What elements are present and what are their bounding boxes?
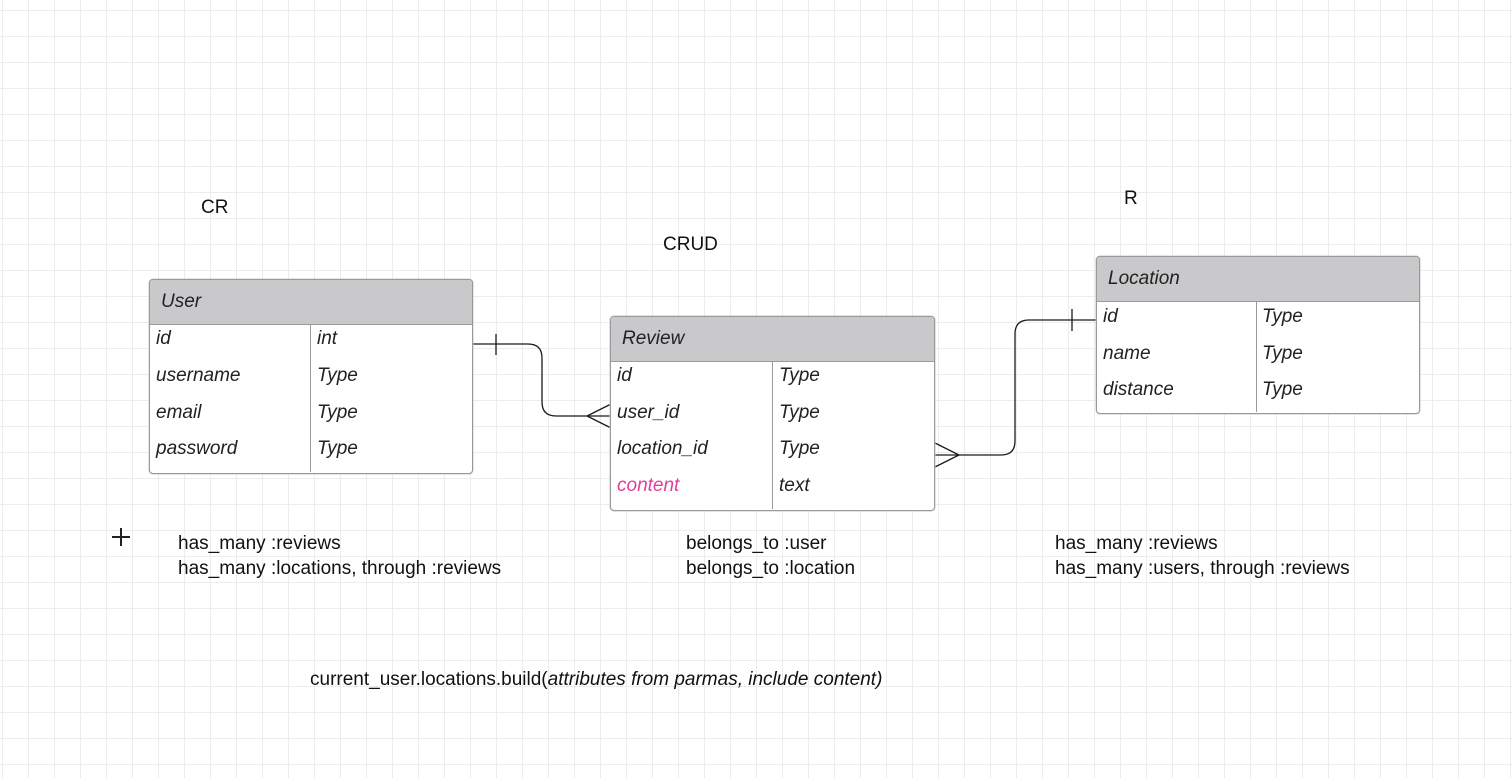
entity-user-header[interactable]: User [150, 280, 472, 325]
review-field-row[interactable]: user_id Type [611, 400, 934, 428]
entity-user-body: id int username Type email Type password… [150, 325, 472, 472]
user-field-row[interactable]: id int [150, 326, 472, 354]
field-type: Type [779, 438, 820, 459]
user-field-row[interactable]: username Type [150, 363, 472, 391]
field-name: distance [1103, 379, 1174, 400]
field-type: Type [1262, 306, 1303, 327]
code-args: attributes from parmas, include content) [547, 669, 883, 690]
location-field-row[interactable]: distance Type [1097, 377, 1419, 405]
entity-user[interactable]: User id int username Type email Type pas… [149, 279, 473, 474]
field-name: name [1103, 343, 1151, 364]
association-line: has_many :reviews [178, 533, 341, 554]
crud-label-user: CR [201, 197, 229, 218]
field-type: Type [779, 402, 820, 423]
association-line: has_many :users, through :reviews [1055, 558, 1350, 579]
crosshair-plus-icon [112, 528, 130, 546]
field-type: Type [1262, 343, 1303, 364]
review-associations[interactable]: belongs_to :user belongs_to :location [686, 531, 855, 581]
field-name-highlighted: content [617, 475, 680, 496]
association-line: has_many :reviews [1055, 533, 1218, 554]
location-associations[interactable]: has_many :reviews has_many :users, throu… [1055, 531, 1350, 581]
crud-label-location: R [1124, 188, 1138, 209]
user-associations[interactable]: has_many :reviews has_many :locations, t… [178, 531, 501, 581]
build-code-note[interactable]: current_user.locations.build(attributes … [310, 669, 882, 691]
column-divider [1256, 302, 1257, 412]
field-type: Type [1262, 379, 1303, 400]
location-field-row[interactable]: id Type [1097, 304, 1419, 332]
field-name: id [156, 328, 171, 349]
code-prefix: current_user.locations.build( [310, 669, 548, 690]
connector-location-review [935, 319, 1097, 456]
column-divider [310, 325, 311, 472]
entity-review-header[interactable]: Review [611, 317, 934, 362]
connector-user-review [473, 343, 611, 417]
crud-label-review: CRUD [663, 234, 718, 255]
crows-foot-review-user [585, 403, 612, 429]
field-type: int [317, 328, 338, 349]
field-name: user_id [617, 402, 680, 423]
association-line: belongs_to :location [686, 558, 856, 579]
association-line: has_many :locations, through :reviews [178, 558, 502, 579]
review-field-row[interactable]: location_id Type [611, 436, 934, 464]
entity-location-body: id Type name Type distance Type [1097, 302, 1419, 412]
field-type: Type [317, 438, 358, 459]
entity-review-body: id Type user_id Type location_id Type co… [611, 362, 934, 509]
entity-review[interactable]: Review id Type user_id Type location_id … [610, 316, 935, 511]
field-name: username [156, 365, 241, 386]
review-field-row[interactable]: id Type [611, 363, 934, 391]
location-field-row[interactable]: name Type [1097, 341, 1419, 369]
column-divider [772, 362, 773, 509]
field-name: email [156, 402, 202, 423]
association-line: belongs_to :user [686, 533, 827, 554]
field-type: Type [317, 365, 358, 386]
user-field-row[interactable]: email Type [150, 400, 472, 428]
field-name: id [1103, 306, 1118, 327]
field-name: location_id [617, 438, 708, 459]
review-field-row[interactable]: content text [611, 473, 934, 501]
field-name: password [156, 438, 238, 459]
field-type: text [779, 475, 810, 496]
field-name: id [617, 365, 632, 386]
field-type: Type [317, 402, 358, 423]
entity-location[interactable]: Location id Type name Type distance Type [1096, 256, 1420, 414]
crows-foot-review-location [934, 442, 961, 468]
field-type: Type [779, 365, 820, 386]
user-field-row[interactable]: password Type [150, 436, 472, 464]
entity-location-header[interactable]: Location [1097, 257, 1419, 302]
